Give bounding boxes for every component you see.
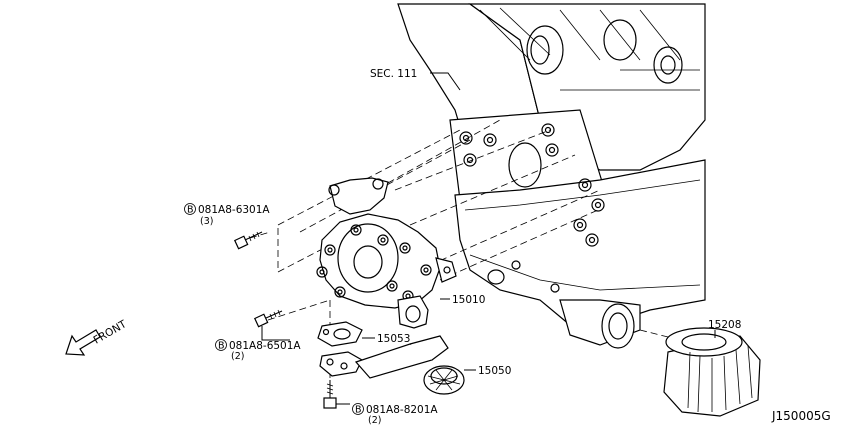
oil-pump <box>316 177 457 329</box>
front-label: FRONT <box>92 318 130 347</box>
callout-15010: 15010 <box>452 294 485 306</box>
bolt-upper <box>233 231 263 250</box>
bolt-lower <box>323 380 350 409</box>
callout-15208: 15208 <box>708 319 741 331</box>
callout-bolt-8201a: B 081A8-8201A (2) <box>352 403 438 425</box>
callout-bolt-6301a: B 081A8-6301A (3) <box>184 203 270 227</box>
bolt-b-badge <box>352 403 364 415</box>
bolt-b-prefix: B <box>187 205 194 216</box>
section-reference: SEC. 111 <box>370 68 417 80</box>
bolt-b-prefix: B <box>355 405 362 416</box>
diagram-code: J150005G <box>771 409 831 423</box>
bolt-code: 081A8-6301A <box>198 204 270 216</box>
bolt-code: 081A8-8201A <box>366 404 438 416</box>
bolt-b-prefix: B <box>218 341 225 352</box>
bolt-quantity: (3) <box>200 216 213 227</box>
oil-strainer <box>319 335 476 395</box>
oil-filter <box>663 327 761 417</box>
bolt-code: 081A8-6501A <box>229 340 301 352</box>
callout-15050: 15050 <box>478 365 511 377</box>
callout-15053: 15053 <box>377 333 410 345</box>
front-direction-arrow <box>65 329 101 356</box>
bolt-b-badge <box>184 203 196 215</box>
bolt-quantity: (2) <box>368 415 381 425</box>
gasket <box>317 321 375 347</box>
bolt-quantity: (2) <box>231 351 244 362</box>
engine-block <box>397 3 706 349</box>
bolt-b-badge <box>215 339 227 351</box>
bolt-middle <box>253 309 290 341</box>
callout-bolt-6501a: B 081A8-6501A (2) <box>215 339 301 362</box>
